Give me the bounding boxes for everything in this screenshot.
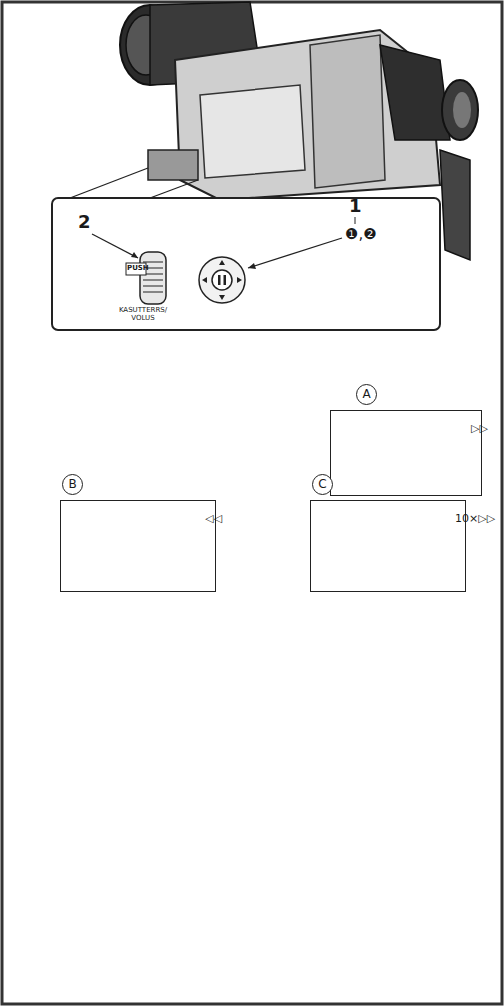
screen-letter: C (312, 474, 333, 495)
step-number: ❶,❷ (345, 226, 377, 243)
screen-frame: ◁◁ (60, 500, 216, 592)
screen-indicator: 10×▷▷ (455, 513, 495, 525)
callout-number: 1 (349, 196, 362, 216)
button-label: PUSH (127, 265, 149, 273)
display-screen: C 10×▷▷ (310, 474, 466, 592)
display-screen: A ▷▷ (330, 384, 482, 496)
screen-frame: ▷▷ (330, 410, 482, 496)
screen-indicator: ▷▷ (471, 423, 488, 435)
screen-letter: A (356, 384, 377, 405)
display-screen: B ◁◁ (60, 474, 216, 592)
dial-label: KASUTTERRS/ VOLUS (108, 307, 178, 322)
callout-number: 2 (78, 212, 91, 232)
screen-letter: B (62, 474, 83, 495)
screen-indicator: ◁◁ (205, 513, 222, 525)
screen-frame: 10×▷▷ (310, 500, 466, 592)
